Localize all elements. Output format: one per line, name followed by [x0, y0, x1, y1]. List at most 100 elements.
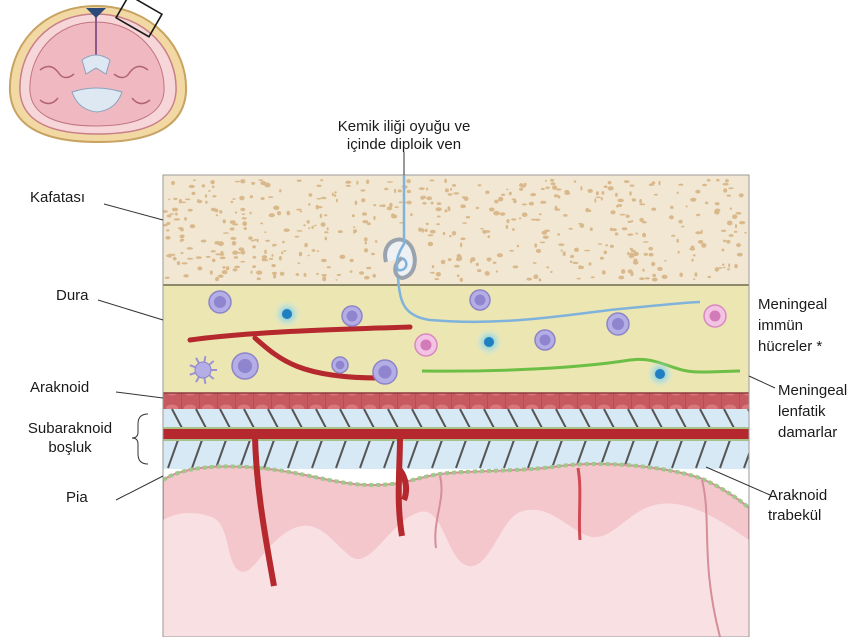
lymphatic-label-1: Meningeal	[778, 382, 847, 399]
bone-spot	[297, 180, 302, 182]
bone-spot	[563, 214, 567, 217]
bone-spot	[251, 182, 255, 185]
bone-spot	[314, 225, 317, 227]
bone-spot	[251, 240, 256, 242]
bone-spot	[489, 208, 495, 212]
bone-spot	[316, 206, 322, 208]
bone-spot	[297, 262, 300, 264]
bone-spot	[522, 212, 528, 217]
bone-spot	[608, 181, 612, 184]
bone-spot	[476, 207, 480, 209]
bone-spot	[300, 211, 303, 213]
bone-spot	[460, 278, 463, 282]
bone-spot	[312, 249, 316, 252]
bone-spot	[555, 208, 561, 211]
bone-spot	[185, 198, 191, 200]
bone-spot	[256, 271, 262, 275]
bone-spot	[695, 190, 700, 194]
bone-spot	[542, 231, 547, 235]
bone-spot	[317, 198, 322, 200]
bone-spot	[482, 230, 486, 234]
bone-spot	[679, 220, 683, 224]
bone-spot	[428, 234, 434, 236]
bone-spot	[627, 252, 629, 256]
bone-spot	[240, 208, 245, 211]
bone-spot	[219, 253, 224, 256]
bone-spot	[620, 214, 626, 216]
brain-inset	[10, 0, 186, 142]
bone-spot	[232, 241, 237, 246]
bone-spot	[671, 235, 675, 237]
bone-spot	[480, 228, 483, 230]
bone-spot	[436, 207, 442, 211]
bone-spot	[282, 241, 285, 244]
bone-spot	[322, 277, 326, 282]
bone-spot	[337, 274, 342, 276]
bone-spot	[546, 187, 550, 189]
bone-spot	[546, 266, 549, 268]
bone-spot	[621, 269, 625, 274]
bone-spot	[174, 218, 180, 220]
bone-spot	[253, 256, 257, 259]
bone-spot	[166, 222, 170, 225]
bone-spot	[574, 248, 579, 252]
bone-spot	[696, 214, 700, 216]
arachnoid-label: Araknoid	[30, 379, 89, 396]
bone-spot	[296, 230, 302, 232]
bone-spot	[561, 250, 563, 252]
bone-spot	[332, 193, 334, 197]
bone-spot	[497, 253, 503, 257]
bone-spot	[197, 200, 202, 203]
bone-spot	[616, 205, 618, 208]
bone-spot	[182, 262, 188, 264]
bone-spot	[242, 213, 246, 215]
bone-spot	[476, 263, 479, 266]
bone-spot	[334, 191, 337, 193]
bone-spot	[202, 184, 206, 187]
bone-spot	[589, 262, 592, 265]
bone-spot	[325, 237, 328, 241]
bone-spot	[250, 271, 252, 274]
bone-spot	[353, 226, 356, 228]
meninges-section	[162, 175, 758, 637]
bone-spot	[519, 183, 523, 187]
bone-spot	[346, 185, 351, 187]
bone-spot	[418, 228, 422, 232]
bone-spot	[366, 267, 371, 269]
cell-nucleus	[612, 318, 624, 330]
bone-spot	[364, 237, 368, 241]
bone-spot	[240, 179, 245, 183]
bone-spot	[190, 224, 196, 228]
subarachnoid-label-1: Subaraknoid	[28, 420, 112, 437]
bone-spot	[460, 204, 466, 208]
bone-spot	[734, 231, 738, 233]
bone-spot	[550, 271, 552, 273]
bone-spot	[540, 242, 546, 244]
bone-spot	[252, 245, 256, 248]
dura-label: Dura	[56, 287, 89, 304]
bone-spot	[557, 233, 560, 235]
bone-spot	[694, 272, 697, 276]
bone-spot	[686, 205, 688, 207]
cell-nucleus	[475, 295, 486, 306]
bone-spot	[716, 179, 719, 182]
bone-spot	[629, 253, 633, 256]
bone-spot	[364, 276, 370, 280]
bone-spot	[524, 183, 527, 187]
bone-spot	[407, 190, 412, 194]
bone-spot	[535, 219, 540, 221]
bone-spot	[280, 272, 285, 276]
bone-spot	[362, 212, 367, 216]
bone-spot	[649, 183, 654, 186]
bone-spot	[352, 214, 355, 217]
bone-spot	[737, 253, 743, 257]
bone-spot	[715, 267, 720, 272]
bone-spot	[443, 232, 446, 236]
bone-spot	[232, 251, 238, 255]
bone-spot	[178, 227, 184, 229]
bone-spot	[450, 188, 452, 191]
bone-spot	[165, 277, 170, 279]
bone-spot	[541, 188, 545, 190]
bone-spot	[681, 226, 685, 228]
bone-spot	[384, 188, 388, 190]
